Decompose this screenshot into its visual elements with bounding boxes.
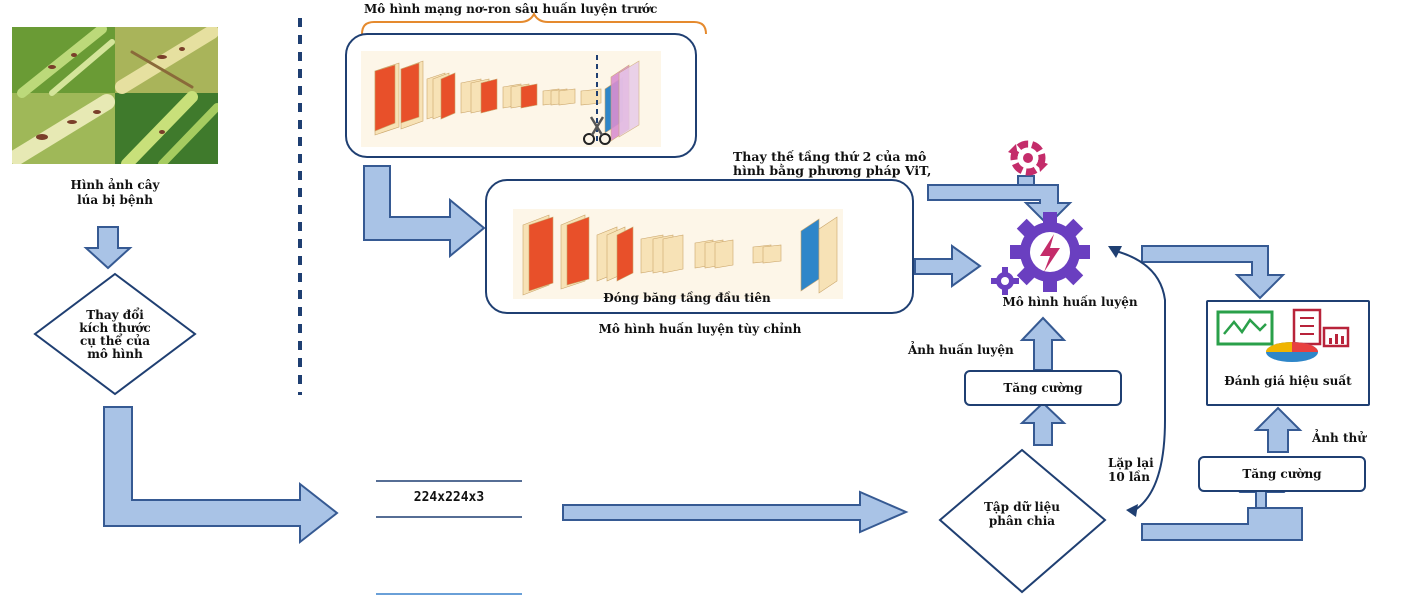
pretrained-layers [374, 55, 640, 145]
repeat-label: Lặp lại 10 lần [1108, 456, 1154, 484]
train-images-label: Ảnh huấn luyện [908, 343, 1014, 357]
repeat-loop-arrowhead [1108, 246, 1122, 258]
dataset-label: Tập dữ liệu phân chia [983, 500, 1061, 528]
size-label: 224x224x3 [413, 490, 485, 505]
arrow-image-to-resize [83, 226, 133, 270]
pretrained-model-box [345, 33, 697, 158]
arrow-resize-to-size [103, 406, 339, 545]
arrow-dataset-to-augment [1019, 401, 1067, 446]
arrow-training-to-evaluation [1141, 245, 1286, 300]
training-model-label: Mô hình huấn luyện [1002, 295, 1138, 309]
evaluation-box: Đánh giá hiệu suất [1206, 300, 1370, 406]
freeze-layer-label: Đóng băng tầng đầu tiên [603, 291, 771, 305]
dataset-diamond [938, 448, 1107, 594]
arrow-pretrained-to-custom [363, 165, 486, 259]
arrow-refresh-to-training [1017, 175, 1035, 186]
pretrained-bracket [361, 11, 707, 35]
pretrained-model-title: Mô hình mạng nơ-ron sâu huấn luyện trước [364, 2, 658, 16]
test-images-label: Ảnh thử [1312, 431, 1366, 445]
custom-model-box: Đóng băng tầng đầu tiên [485, 179, 914, 314]
evaluation-label: Đánh giá hiệu suất [1224, 374, 1352, 388]
custom-model-title: Mô hình huấn luyện tùy chỉnh [598, 322, 802, 336]
scissors-icon [583, 116, 611, 145]
repeat-loop-line [1111, 249, 1166, 511]
diseased-rice-leaf-image [12, 27, 218, 164]
arrow-custom-to-training [914, 244, 982, 288]
arrow-size-to-dataset [562, 490, 909, 534]
augment-train-box: Tăng cường [964, 370, 1122, 406]
resize-label: Thay đổi kích thước cụ thể của mô hình [79, 308, 151, 361]
performance-chart-icon [1216, 308, 1350, 362]
input-image-label: Hình ảnh cây lúa bị bệnh [70, 178, 160, 207]
resize-diamond [33, 272, 197, 396]
arrow-replace-to-training [927, 184, 1073, 227]
small-gear-icon [991, 267, 1019, 295]
repeat-loop-arrowhead-bottom [1126, 504, 1138, 517]
training-gear-icon [1010, 212, 1090, 292]
arrow-test-augment-to-evaluation [1253, 406, 1303, 453]
augment-test-box: Tăng cường [1198, 456, 1366, 492]
refresh-gear-icon [1008, 140, 1048, 176]
arrow-augment-to-training [1019, 316, 1067, 371]
custom-layers [513, 209, 843, 299]
